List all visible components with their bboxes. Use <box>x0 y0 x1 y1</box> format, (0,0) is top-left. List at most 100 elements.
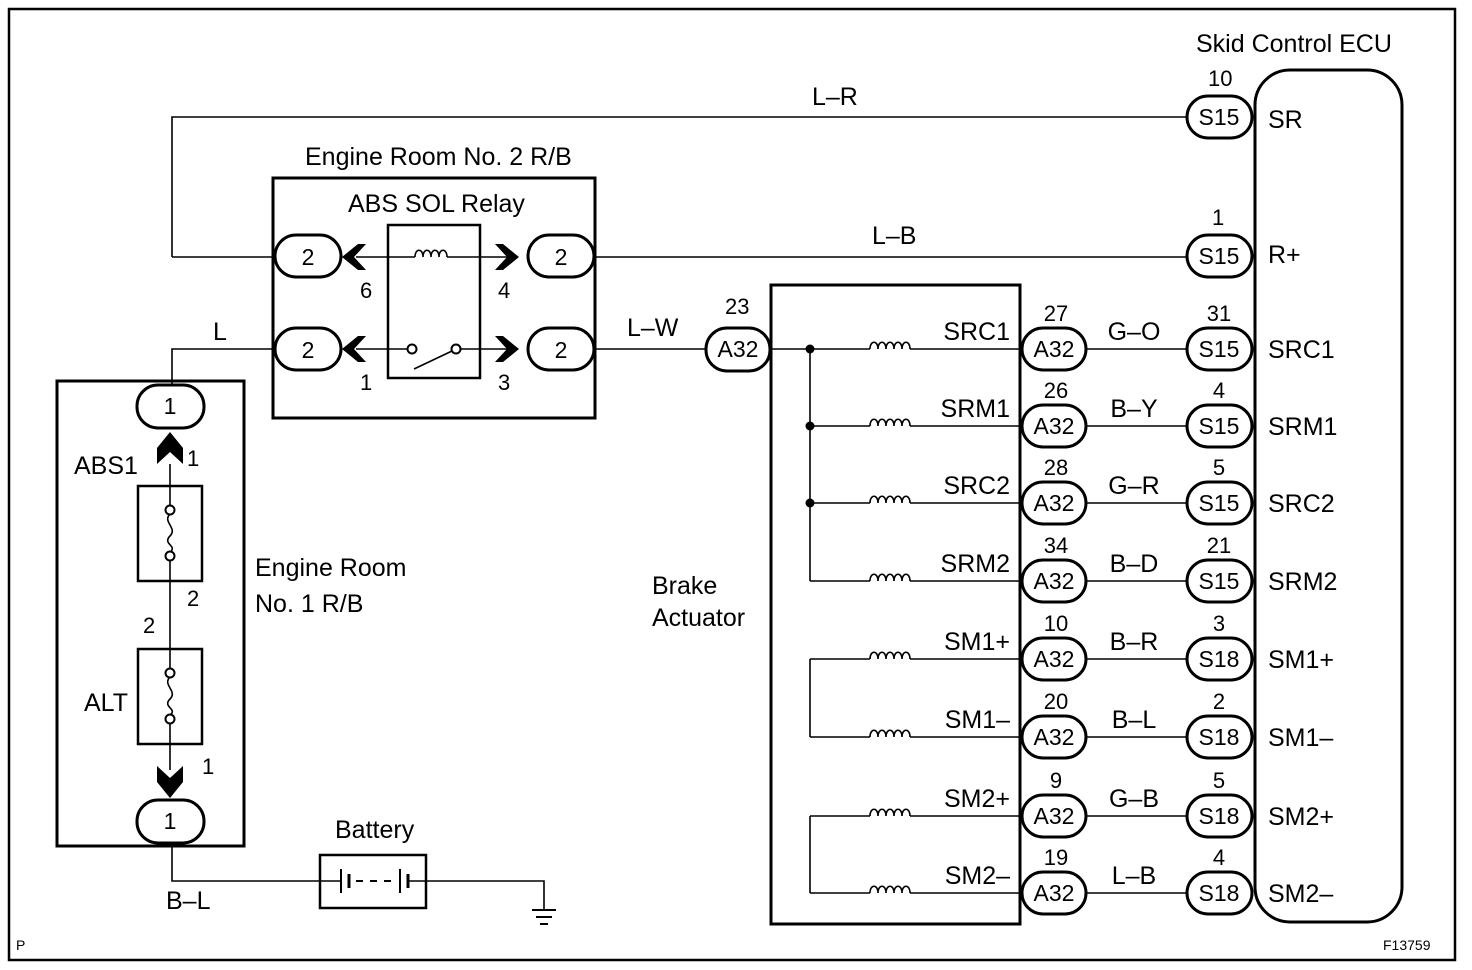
l-wire <box>171 348 275 387</box>
signal-3-a32-connector-label: A32 <box>1034 490 1075 516</box>
signal-1-wire-color: G–O <box>1108 318 1161 346</box>
signal-2-a32-pin: 26 <box>1044 378 1068 403</box>
ground-wire <box>426 880 545 910</box>
relay-connector-right-top <box>526 233 596 279</box>
signal-4-solenoid-coil <box>869 573 911 582</box>
relay-coil <box>414 249 448 258</box>
signal-7-actuator-terminal: SM2+ <box>944 785 1010 813</box>
signal-6-actuator-terminal: SM1– <box>945 706 1010 734</box>
signal-8-wire-color: L–B <box>1112 862 1156 890</box>
er1-connector-top <box>135 383 206 430</box>
signal-5-ecu-pin: 3 <box>1213 611 1225 636</box>
signal-5-solenoid-coil <box>869 651 911 660</box>
er2-title: Engine Room No. 2 R/B <box>305 143 572 171</box>
er1-title-line2: No. 1 R/B <box>255 590 363 618</box>
abs1-pin-in: 1 <box>187 446 199 471</box>
signal-7-ecu-pin: 5 <box>1213 768 1225 793</box>
ecu-title: Skid Control ECU <box>1196 30 1392 58</box>
signal-3-a32-pin: 28 <box>1044 455 1068 480</box>
er1-connector-bottom <box>135 798 206 845</box>
signal-4-a32-pin: 34 <box>1044 533 1068 558</box>
signal-2-a32-connector-label: A32 <box>1034 413 1075 439</box>
corner-label-right: F13759 <box>1383 937 1431 953</box>
signal-1-ecu-connector-label: S15 <box>1199 336 1240 362</box>
alt-arrow <box>157 766 183 798</box>
terminal-arrow-3 <box>495 336 519 362</box>
relay-connector-right-top-label: 2 <box>555 244 568 270</box>
signal-3-ecu-pin: 5 <box>1213 455 1225 480</box>
relay-terminal-1: 1 <box>360 370 372 395</box>
signal-2-ecu-connector-label: S15 <box>1199 413 1240 439</box>
signal-5-ecu-terminal: SM1+ <box>1268 646 1334 674</box>
er1-connector-top-label: 1 <box>164 393 177 419</box>
terminal-arrow-4 <box>495 244 519 270</box>
alt-fuse-bottom-contact <box>164 713 176 725</box>
signal-7-ecu-terminal: SM2+ <box>1268 803 1334 831</box>
signal-1-a32-pin: 27 <box>1044 301 1068 326</box>
abs1-label: ABS1 <box>74 452 138 480</box>
signal-6-ecu-connector-label: S18 <box>1199 724 1240 750</box>
signal-7-a32-connector-label: A32 <box>1034 803 1075 829</box>
signal-5-a32-connector-label: A32 <box>1034 646 1075 672</box>
relay-terminal-4: 4 <box>498 278 510 303</box>
signal-2-ecu-pin: 4 <box>1213 378 1225 403</box>
abs1-arrow <box>157 432 183 464</box>
ecu-box <box>1253 68 1404 924</box>
signal-8-a32-connector-label: A32 <box>1034 880 1075 906</box>
alt-fuse-icon <box>166 676 174 716</box>
sr-connector <box>1185 94 1254 140</box>
rplus-pin-number: 1 <box>1212 205 1224 230</box>
signal-6-ecu-connector <box>1185 714 1254 760</box>
signal-6-a32-pin: 20 <box>1044 689 1068 714</box>
signal-2-actuator-terminal: SRM1 <box>941 395 1010 423</box>
signal-5-ecu-connector-label: S18 <box>1199 646 1240 672</box>
signal-7-ecu-connector <box>1185 793 1254 839</box>
rplus-connector <box>1185 233 1254 279</box>
signal-8-a32-pin: 19 <box>1044 845 1068 870</box>
signal-7-a32-pin: 9 <box>1050 768 1062 793</box>
signal-6-ecu-pin: 2 <box>1213 689 1225 714</box>
alt-pin-in: 2 <box>143 613 155 638</box>
alt-fuse-top-contact <box>164 667 176 679</box>
sr-connector-label: S15 <box>1199 104 1240 130</box>
abs1-pin-out: 2 <box>187 586 199 611</box>
signal-1-actuator-terminal: SRC1 <box>943 318 1010 346</box>
l-wire-color: L <box>213 318 227 346</box>
signal-5-wire-color: B–R <box>1110 628 1159 656</box>
signal-8-ecu-connector-label: S18 <box>1199 880 1240 906</box>
signal-5-actuator-terminal: SM1+ <box>944 628 1010 656</box>
relay-connector-right-bottom-label: 2 <box>555 337 568 363</box>
signal-3-wire-color: G–R <box>1108 472 1159 500</box>
terminal-arrow-1 <box>342 336 366 362</box>
relay-box <box>386 223 482 380</box>
signal-1-a32-connector-label: A32 <box>1034 336 1075 362</box>
signal-8-ecu-connector <box>1185 870 1254 916</box>
signal-7-wire-color: G–B <box>1109 785 1159 813</box>
ecu-terminal-rplus: R+ <box>1268 241 1301 269</box>
signal-8-solenoid-coil <box>869 885 911 894</box>
signal-3-ecu-terminal: SRC2 <box>1268 490 1335 518</box>
signal-7-ecu-connector-label: S18 <box>1199 803 1240 829</box>
rplus-wire-color: L–B <box>872 222 916 250</box>
er1-box <box>55 379 246 848</box>
corner-label-left: P <box>16 937 25 953</box>
signal-5-a32-pin: 10 <box>1044 611 1068 636</box>
battery-wire-color: B–L <box>166 887 211 915</box>
relay-title: ABS SOL Relay <box>348 190 525 218</box>
diagram-frame <box>7 7 1457 962</box>
abs1-fuse-bottom-contact <box>164 550 176 562</box>
signal-1-ecu-connector <box>1185 326 1254 372</box>
signal-6-solenoid-coil <box>869 729 911 738</box>
switch-contact-moving <box>450 343 462 355</box>
signal-4-ecu-connector-label: S15 <box>1199 568 1240 594</box>
alt-pin-out: 1 <box>202 754 214 779</box>
rplus-connector-label: S15 <box>1199 243 1240 269</box>
terminal-arrow-6 <box>342 244 366 270</box>
switch-contact-fixed <box>406 343 418 355</box>
actuator-title-line1: Brake <box>652 572 717 600</box>
alt-label: ALT <box>84 689 128 717</box>
er1-title-line1: Engine Room <box>255 554 406 582</box>
relay-connector-left-bottom-label: 2 <box>302 337 315 363</box>
